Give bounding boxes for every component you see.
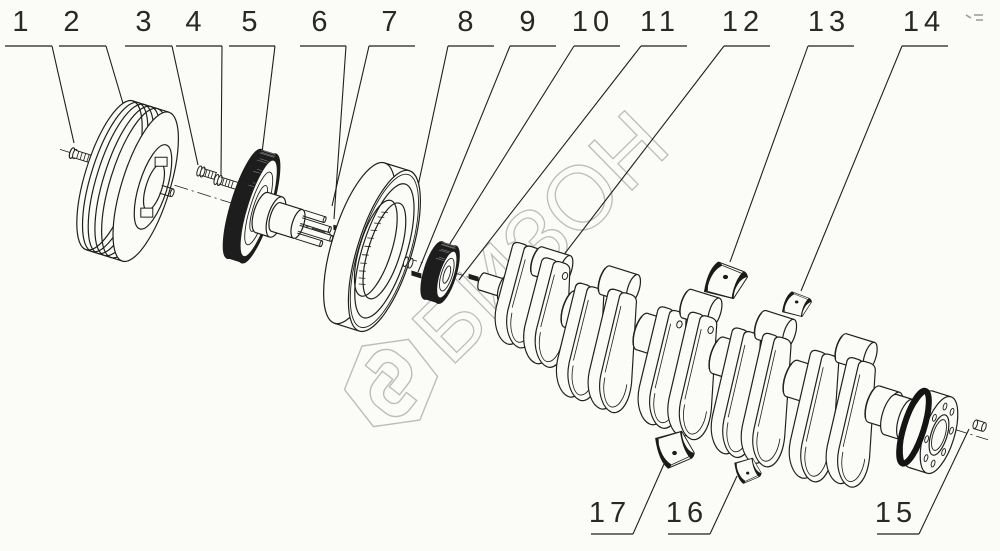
svg-text:9: 9: [519, 6, 540, 38]
svg-text:3: 3: [135, 6, 156, 38]
svg-text:4: 4: [185, 6, 206, 38]
svg-text:17: 17: [589, 497, 631, 529]
svg-text:1: 1: [12, 6, 33, 38]
svg-text:10: 10: [572, 6, 614, 38]
svg-text:13: 13: [808, 6, 850, 38]
svg-text:6: 6: [311, 6, 332, 38]
svg-text:7: 7: [381, 6, 402, 38]
svg-text:12: 12: [722, 6, 764, 38]
svg-text:14: 14: [903, 6, 945, 38]
svg-text:16: 16: [666, 497, 708, 529]
svg-text:5: 5: [241, 6, 262, 38]
svg-text:15: 15: [875, 497, 917, 529]
svg-text:8: 8: [457, 6, 478, 38]
svg-text:11: 11: [640, 6, 680, 38]
svg-text:2: 2: [63, 6, 84, 38]
